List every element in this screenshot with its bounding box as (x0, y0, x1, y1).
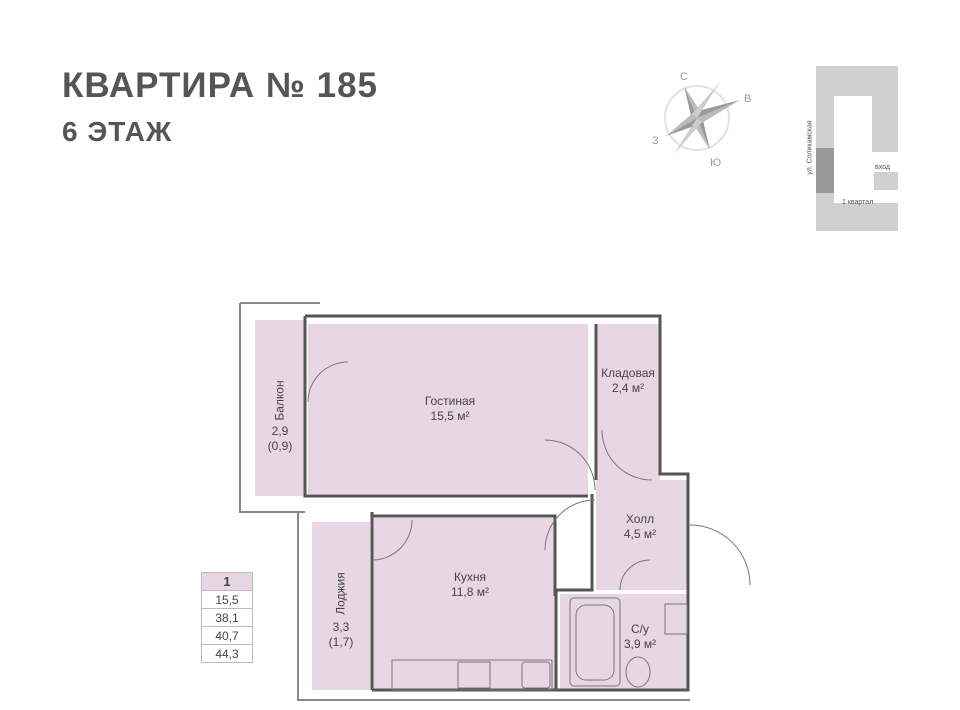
room-label-storage: Кладовая 2,4 м² (596, 366, 660, 396)
living-area: 15,5 (201, 590, 253, 609)
room-storage (596, 324, 660, 480)
area-summary-table: 1 15,5 38,1 40,7 44,3 (201, 572, 253, 663)
room-area: 2,4 м² (611, 381, 645, 395)
room-label-loggia: 3,3 (1,7) (312, 620, 370, 650)
apartment-title: КВАРТИРА № 185 (62, 66, 378, 105)
total-area: 38,1 (201, 608, 253, 627)
compass-north: С (680, 71, 688, 83)
room-name: Гостиная (424, 394, 476, 408)
room-reduced-area: (1,7) (328, 635, 354, 649)
room-living (308, 324, 588, 494)
room-balcony (255, 320, 305, 496)
floor-label: 6 ЭТАЖ (62, 116, 173, 147)
room-name: Кладовая (601, 366, 655, 380)
room-label-living: Гостиная 15,5 м² (400, 394, 500, 424)
room-label-kitchen: Кухня 11,8 м² (420, 570, 520, 600)
room-name: Холл (625, 512, 655, 526)
site-plan-map (816, 66, 898, 231)
room-area: 4,5 м² (623, 527, 657, 541)
room-label-balcony: 2,9 (0,9) (255, 424, 305, 454)
room-area: 3,3 (332, 620, 350, 634)
room-bathroom (560, 594, 688, 690)
room-reduced-area: (0,9) (267, 439, 293, 453)
room-area: 3,9 м² (623, 637, 657, 651)
rooms-count: 1 (201, 572, 253, 591)
room-label-bathroom: С/у 3,9 м² (610, 622, 670, 652)
room-name: Кухня (453, 570, 487, 584)
area-with-outdoor: 44,3 (201, 644, 253, 663)
area-with-reduced: 40,7 (201, 626, 253, 645)
room-loggia (312, 522, 370, 690)
compass-south: Ю (710, 157, 721, 169)
room-name-loggia: Лоджия (333, 572, 348, 615)
site-entrance-label: вход (875, 164, 890, 171)
compass-east: В (744, 93, 751, 105)
compass-rose-icon: С В Ю З (652, 71, 751, 169)
room-name-balcony: Балкон (272, 380, 287, 421)
compass-west: З (652, 135, 659, 147)
site-block-label: 1 квартал (842, 199, 874, 206)
room-kitchen (372, 518, 555, 690)
room-hall (596, 480, 688, 590)
room-label-hall: Холл 4,5 м² (600, 512, 680, 542)
room-area: 11,8 м² (450, 585, 490, 599)
room-area: 2,9 (271, 424, 289, 438)
room-name: С/у (631, 622, 649, 636)
room-area: 15,5 м² (430, 409, 470, 423)
